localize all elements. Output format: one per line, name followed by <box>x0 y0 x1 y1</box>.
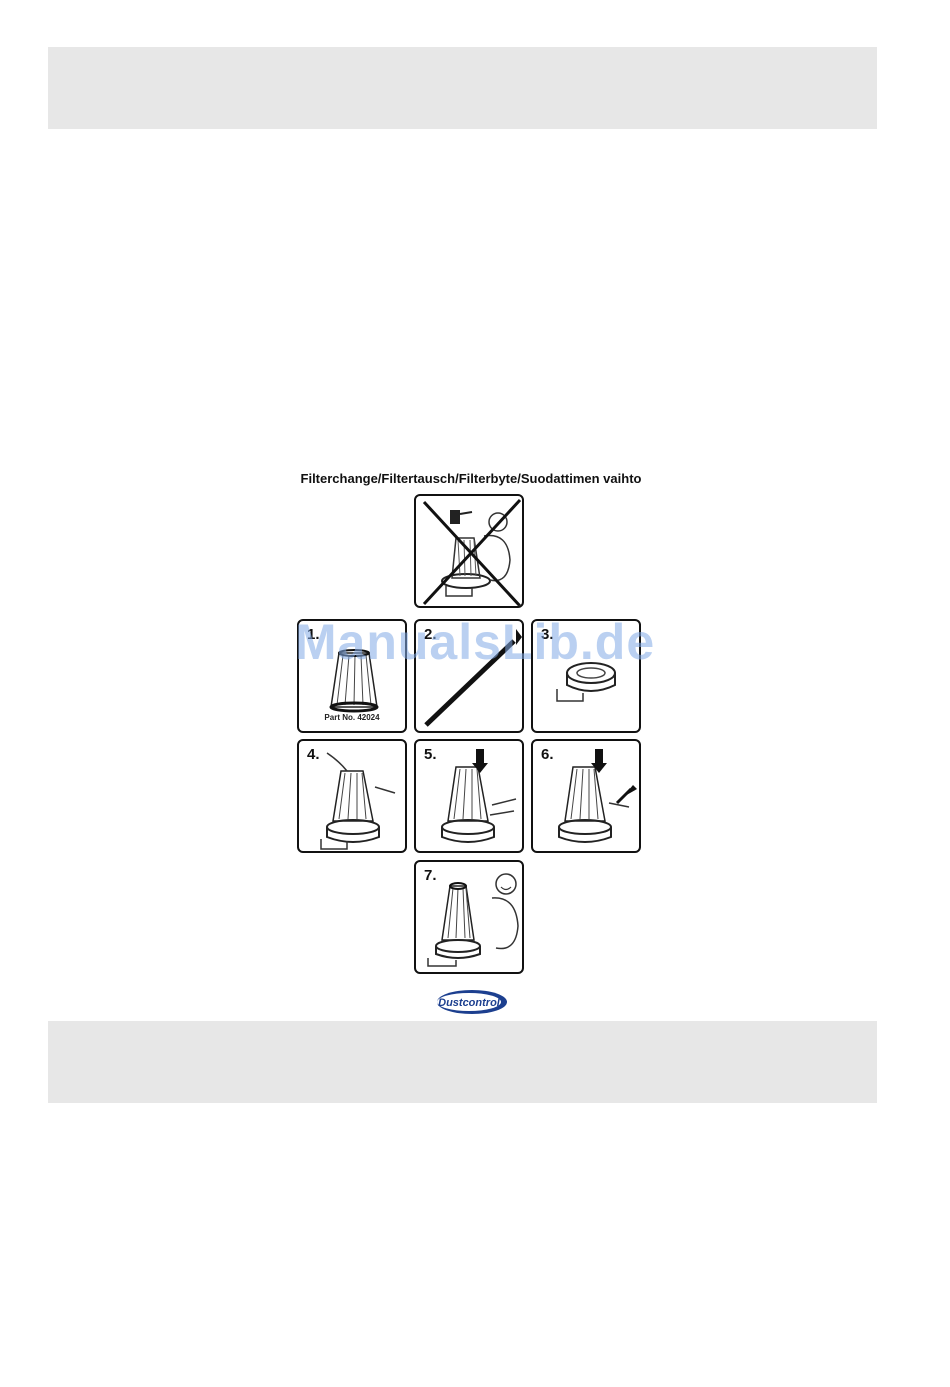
logo-text: Dustcontrol <box>438 997 501 1009</box>
step-panel-4: 4. <box>297 739 407 853</box>
step-number: 6. <box>541 746 554 763</box>
watermark-text: ManualsLib.de <box>0 613 950 671</box>
dustcontrol-logo: Dustcontrol <box>435 988 509 1021</box>
page-title: Filterchange/Filtertausch/Filterbyte/Suo… <box>0 471 942 486</box>
step-panel-5: 5. <box>414 739 524 853</box>
step-panel-6: 6. <box>531 739 641 853</box>
part-number-label: Part No. 42024 <box>299 713 405 722</box>
step-number: 4. <box>307 746 320 763</box>
footer-band <box>48 1021 877 1103</box>
step-number: 5. <box>424 746 437 763</box>
warning-illustration-icon <box>416 496 524 608</box>
panel-warning <box>414 494 524 608</box>
dustcontrol-logo-icon: Dustcontrol <box>435 988 509 1016</box>
step-panel-7: 7. <box>414 860 524 974</box>
step-number: 7. <box>424 867 437 884</box>
header-band <box>48 47 877 129</box>
